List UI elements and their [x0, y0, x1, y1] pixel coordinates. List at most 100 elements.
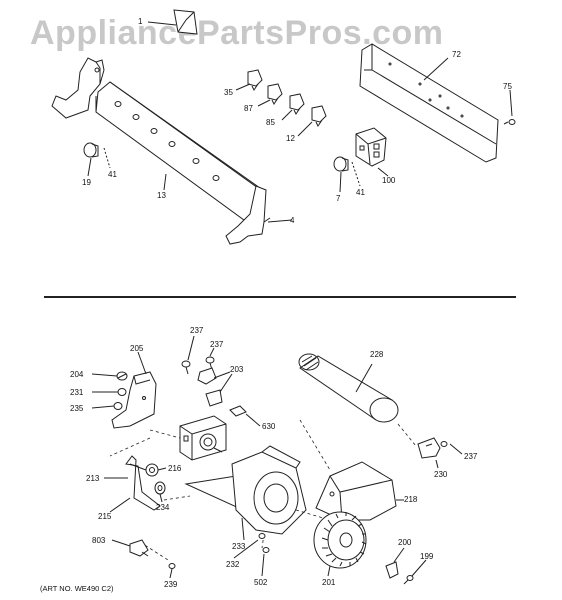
- back-panel-shape: [359, 43, 499, 163]
- part-231-shape: [117, 388, 127, 396]
- leader-19: [87, 157, 92, 177]
- leader-13: [163, 173, 167, 191]
- leader-12: [297, 121, 313, 137]
- part-1-shape: [173, 9, 198, 35]
- label-part-230: 230: [434, 470, 448, 479]
- leader-4: [267, 219, 293, 223]
- leader-205: [137, 351, 147, 375]
- leader-203b: [219, 373, 233, 393]
- idler-assembly-shape: [125, 455, 161, 511]
- leader-85: [281, 109, 293, 121]
- leader-41a: [103, 147, 111, 169]
- leader-203a: [213, 371, 231, 379]
- blower-housing-218-shape: [315, 461, 397, 521]
- leader-201: [327, 565, 331, 577]
- pulley-234-shape: [154, 481, 166, 495]
- left-endcap-shape: [51, 57, 105, 119]
- label-part-35: 35: [224, 88, 233, 97]
- leader-237b: [209, 347, 215, 357]
- label-part-1: 1: [138, 17, 143, 26]
- screw-232-shape: [258, 533, 266, 539]
- label-part-203: 203: [230, 365, 244, 374]
- label-part-199: 199: [420, 552, 434, 561]
- leader-237c: [449, 443, 463, 455]
- switch-35-shape: [247, 69, 263, 91]
- part-235-shape: [113, 402, 123, 410]
- label-part-233: 233: [232, 542, 246, 551]
- switch-12-shape: [311, 105, 327, 127]
- leader-204: [91, 373, 118, 377]
- label-part-231: 231: [70, 388, 84, 397]
- leader-199: [411, 559, 427, 577]
- leader-75: [509, 89, 513, 117]
- leader-35: [235, 83, 251, 91]
- switch-803-shape: [129, 539, 149, 557]
- switch-85-shape: [289, 93, 305, 115]
- leader-7: [339, 171, 342, 193]
- leader-235: [91, 405, 115, 409]
- leader-215: [109, 497, 131, 513]
- label-part-228: 228: [370, 350, 384, 359]
- label-part-201: 201: [322, 578, 336, 587]
- label-part-12: 12: [286, 134, 295, 143]
- screw-239-shape: [168, 563, 176, 569]
- leader-232: [233, 539, 259, 559]
- bracket-205-shape: [111, 371, 157, 429]
- label-part-218: 218: [404, 495, 418, 504]
- clip-200-shape: [385, 561, 399, 579]
- label-part-13: 13: [157, 191, 166, 200]
- label-part-85: 85: [266, 118, 275, 127]
- label-part-213: 213: [86, 474, 100, 483]
- leader-502: [261, 553, 265, 577]
- label-part-19: 19: [82, 178, 91, 187]
- leader-630: [245, 413, 261, 427]
- leader-200: [393, 547, 405, 563]
- knob-7-shape: [333, 156, 349, 172]
- leader-234: [159, 493, 163, 503]
- leader-230: [435, 459, 439, 469]
- leader-237a: [187, 335, 195, 361]
- label-part-4: 4: [290, 216, 295, 225]
- screw-502-shape: [262, 547, 270, 553]
- label-part-803: 803: [92, 536, 106, 545]
- blower-wheel-201-shape: [313, 511, 367, 569]
- label-part-234: 234: [156, 503, 170, 512]
- part-204-shape: [116, 371, 128, 381]
- leader-803: [111, 539, 131, 547]
- timer-630-shape: [179, 415, 227, 461]
- label-part-204: 204: [70, 370, 84, 379]
- label-part-216: 216: [168, 464, 182, 473]
- leader-41b: [351, 161, 361, 187]
- label-part-237b: 237: [210, 340, 224, 349]
- screw-237a-shape: [181, 360, 191, 375]
- art-number: (ART NO. WE490 C2): [40, 584, 114, 593]
- label-part-100: 100: [382, 176, 396, 185]
- label-part-87: 87: [244, 104, 253, 113]
- label-part-235: 235: [70, 404, 84, 413]
- leader-228: [355, 363, 373, 393]
- label-part-215: 215: [98, 512, 112, 521]
- leader-100: [377, 167, 389, 177]
- leader-72: [423, 57, 449, 81]
- leader-216: [157, 467, 167, 471]
- label-part-232: 232: [226, 560, 240, 569]
- label-part-205: 205: [130, 344, 144, 353]
- control-panel-shape: [95, 81, 261, 221]
- label-part-239: 239: [164, 580, 178, 589]
- label-part-7: 7: [336, 194, 341, 203]
- right-endcap-shape: [225, 185, 271, 245]
- switch-87-shape: [267, 83, 283, 105]
- leader-239: [169, 568, 173, 579]
- label-part-41b: 41: [356, 188, 365, 197]
- screw-75-shape: [503, 119, 516, 125]
- label-part-237c: 237: [464, 452, 478, 461]
- leader-1: [147, 21, 177, 26]
- label-part-72: 72: [452, 50, 461, 59]
- terminal-block-100-shape: [355, 127, 387, 167]
- part-630-clip-shape: [229, 405, 247, 417]
- leader-87: [257, 99, 271, 107]
- screw-237b-shape: [205, 356, 215, 371]
- knob-19-shape: [83, 142, 99, 158]
